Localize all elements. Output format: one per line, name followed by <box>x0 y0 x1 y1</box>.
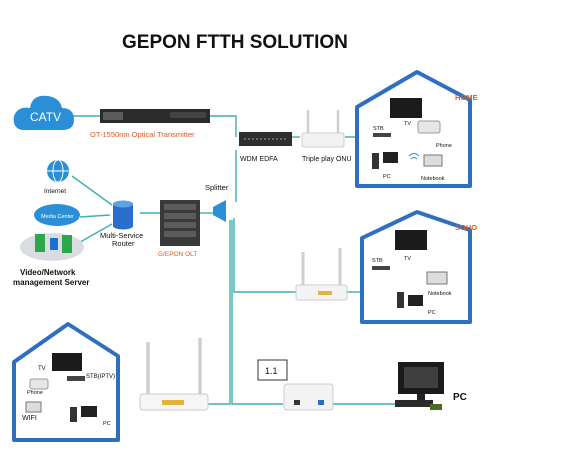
home-notebook-label: Notebook <box>421 176 445 182</box>
keyboard-icon <box>395 400 433 407</box>
house3-phone-label: Phone <box>27 390 43 396</box>
onu-device-icon <box>301 132 345 148</box>
soho-stb-label: STB <box>372 258 383 264</box>
pc-monitor-icon <box>408 295 423 306</box>
onu-1-1: 1.1 <box>257 359 334 411</box>
splitter-onu11-line <box>231 220 283 405</box>
house-3: TV STB(IPTV) Phone WIFI PC <box>12 322 120 442</box>
soho-house: SOHO TV STB Notebook PC <box>360 210 477 324</box>
transmitter-edfa-line <box>210 115 237 137</box>
notebook-icon <box>426 271 448 285</box>
notebook-icon <box>423 154 443 167</box>
home-tv-label: TV <box>404 121 411 127</box>
catv-label: CATV <box>30 110 61 124</box>
router-cylinder-icon <box>113 204 133 226</box>
page-title: GEPON FTTH SOLUTION <box>122 32 348 53</box>
soho-title: SOHO <box>455 223 477 232</box>
internet: Internet <box>44 159 69 195</box>
home-house: HOME TV STB Phone PC Notebook <box>355 70 478 188</box>
media-center-label: Media Center <box>41 214 74 220</box>
badge-label: 1.1 <box>265 366 278 376</box>
wdm-edfa: WDM EDFA <box>239 132 292 163</box>
notebook-icon <box>25 401 42 413</box>
stb-icon <box>373 133 391 137</box>
pc-tower-icon <box>372 153 379 169</box>
router-label-line1: Multi-Service <box>100 231 143 240</box>
home-pc-label: PC <box>383 174 391 180</box>
badge-box <box>257 359 288 381</box>
wifi-icon <box>408 153 420 160</box>
splitter-icon <box>213 200 226 222</box>
tv-icon <box>390 98 422 118</box>
pc-big: PC <box>395 362 467 410</box>
olt-label: G/EPON OLT <box>158 251 197 258</box>
pc-monitor-icon <box>81 406 97 417</box>
transmitter-label: OT-1550nm Optical Transmitter <box>90 130 195 139</box>
soho-tv-label: TV <box>404 256 411 262</box>
pc-tower-icon <box>397 292 404 308</box>
stb-icon <box>372 266 390 270</box>
house3-tv-label: TV <box>38 366 46 372</box>
internet-label: Internet <box>44 188 66 195</box>
onu-triple-label: Triple play ONU <box>302 156 352 163</box>
house3-pc-label: PC <box>103 421 111 427</box>
phone-icon <box>417 120 441 134</box>
home-title: HOME <box>455 93 478 102</box>
pc-monitor-icon <box>383 152 398 163</box>
house3-wifi-label: WIFI <box>22 415 37 422</box>
connection-lines <box>70 115 395 405</box>
management-server: Video/Network management Server <box>13 233 89 287</box>
router-label-line2: Router <box>112 239 135 248</box>
media-router-line <box>79 214 111 218</box>
splitter-soho-onu-line <box>233 218 296 293</box>
house3-stb-label: STB(IPTV) <box>86 374 115 380</box>
mgmt-label-line1: Video/Network <box>20 268 76 277</box>
tv-icon <box>395 230 427 250</box>
optical-transmitter: OT-1550nm Optical Transmitter <box>90 109 210 139</box>
olt: G/EPON OLT <box>158 200 200 258</box>
multi-service-router: Multi-Service Router <box>100 200 143 248</box>
soho-pc-label: PC <box>428 310 436 316</box>
onu-device-icon <box>283 383 334 411</box>
phone-icon <box>29 378 49 390</box>
cloud-icon <box>13 95 74 130</box>
splitter-house3-line <box>208 220 231 405</box>
triple-play-onu: Triple play ONU <box>301 110 352 163</box>
home-phone-label: Phone <box>436 143 452 149</box>
stb-icon <box>67 376 85 381</box>
home-stb-label: STB <box>373 126 384 132</box>
edfa-label: WDM EDFA <box>240 156 278 163</box>
soho-onu <box>295 248 348 301</box>
soho-notebook-label: Notebook <box>428 291 452 297</box>
pc-tower-icon <box>70 407 77 422</box>
mgmt-label-line2: management Server <box>13 278 89 287</box>
splitter-label: Splitter <box>205 183 229 192</box>
media-center-icon <box>34 204 80 226</box>
pc-big-label: PC <box>453 392 467 403</box>
mouse-pad-icon <box>430 404 442 410</box>
house3-onu <box>139 338 209 411</box>
tv-icon <box>52 353 82 371</box>
house-outline-icon <box>360 210 472 324</box>
splitter: Splitter <box>205 183 229 222</box>
internet-router-line <box>71 175 113 206</box>
catv-cloud: CATV <box>13 95 74 130</box>
media-center: Media Center <box>34 204 80 226</box>
